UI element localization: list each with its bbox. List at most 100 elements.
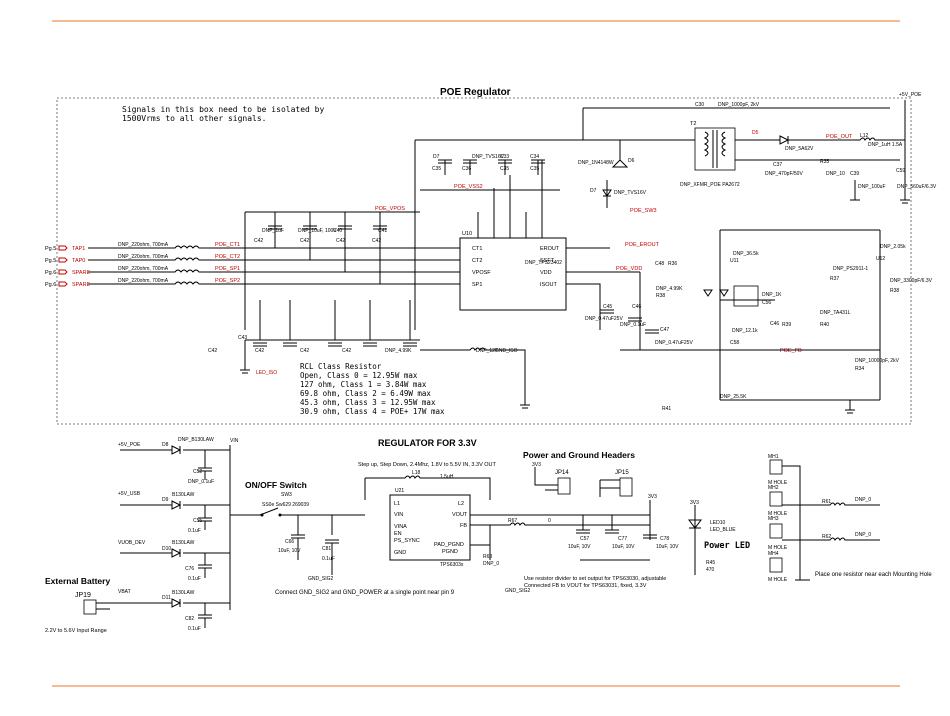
inductor-value: 1.5uH bbox=[440, 474, 454, 480]
switch-ref: SW3 bbox=[281, 492, 292, 498]
cap-ref: C77 bbox=[618, 536, 627, 542]
cap-value: R39 bbox=[782, 322, 791, 328]
inductor-label: DNP_220ohm, 700mA bbox=[118, 254, 169, 260]
cap-ref: C41 bbox=[378, 228, 387, 234]
mh-ref: MH3 bbox=[768, 516, 779, 522]
rcl-line: 127 ohm, Class 1 = 3.84W max bbox=[300, 380, 427, 389]
mh-res-value: DNP_0 bbox=[855, 497, 871, 503]
divider-note-2: Connected FB to VOUT for TPS63031, fixed… bbox=[524, 583, 647, 589]
res-value: DNP_0 bbox=[483, 561, 499, 567]
ic-pin: VPOSF bbox=[472, 270, 491, 276]
opto-part: C56 bbox=[762, 300, 771, 306]
res-ref: DNP_127 bbox=[476, 348, 498, 354]
cap-value: 0.1uF bbox=[322, 556, 335, 562]
inductor-label: DNP_220ohm, 700mA bbox=[118, 266, 169, 272]
diode-part: DNP_5A62V bbox=[785, 146, 814, 152]
reg-ic-ref: U21 bbox=[395, 488, 404, 494]
ic-pin: CT2 bbox=[472, 258, 482, 264]
connector-flag bbox=[58, 269, 68, 275]
net-label: POE_VSS2 bbox=[454, 184, 483, 190]
mh-box bbox=[769, 491, 783, 507]
cap-value: DNP_0.47uF25V bbox=[585, 316, 623, 322]
reg-ic-part: TPS6303x bbox=[440, 562, 464, 568]
rail-label: +5V_POE bbox=[118, 442, 141, 448]
mh-res-value: DNP_0 bbox=[855, 532, 871, 538]
rcl-line: 69.8 ohm, Class 2 = 6.49W max bbox=[300, 389, 431, 398]
transformer-body bbox=[694, 127, 736, 171]
net-label: POE_SP2 bbox=[215, 278, 240, 284]
reg-pin: L2 bbox=[458, 501, 464, 507]
cap-ref: C76 bbox=[185, 566, 194, 572]
net-label: POE_FB bbox=[780, 348, 802, 354]
connector-flag bbox=[58, 281, 68, 287]
ind-ref: L12 bbox=[860, 133, 869, 139]
cap-ref: C82 bbox=[185, 616, 194, 622]
mh-ref: MH4 bbox=[768, 551, 779, 557]
rcl-line: 45.3 ohm, Class 3 = 12.95W max bbox=[300, 398, 436, 407]
res-ref: DNP_10000pF, 2kV bbox=[855, 358, 900, 364]
cap-value: C36 bbox=[462, 166, 471, 172]
pin-ref: Pg.6 bbox=[45, 270, 56, 276]
cap-ref: C39 bbox=[850, 171, 859, 177]
poe-ic-u10: U10 DNP_TPS23402 CT1 CT2 VPOSF SP1 EROUT… bbox=[454, 160, 660, 330]
cap-value: C42 bbox=[372, 238, 381, 244]
connector-label: TAP1 bbox=[72, 246, 85, 252]
cap-ref: C57 bbox=[580, 536, 589, 542]
net-label: POE_SP1 bbox=[215, 266, 240, 272]
poe-feedback: DNP_36.5k U11 DNP_PS2911-1 R37 DNP_1K C5… bbox=[620, 229, 933, 414]
cap-value: C42 bbox=[255, 348, 264, 354]
cap-value: 0.1uF bbox=[188, 626, 201, 632]
reg-pin: PGND bbox=[442, 549, 458, 555]
res-value: R40 bbox=[820, 322, 829, 328]
poe-bottom-res: DNP_127 GND_ISO C45 C46 C47 DNP_0.1uF DN… bbox=[420, 261, 693, 409]
reg-pin: VIN bbox=[394, 512, 403, 518]
cap-value: U12 bbox=[876, 256, 885, 262]
reg-pin: FB bbox=[460, 523, 467, 529]
cap-ref: C78 bbox=[660, 536, 669, 542]
jp15-ref: JP15 bbox=[615, 470, 629, 476]
cap-ref: C30 bbox=[695, 102, 704, 108]
cap-ref: C34 bbox=[530, 154, 539, 160]
mh-label: M HOLE bbox=[768, 511, 788, 517]
power-ground-headers: Power and Ground Headers JP14 JP15 bbox=[523, 450, 635, 497]
net-label: LED_ISO bbox=[256, 370, 277, 376]
reg-pin: PS_SYNC bbox=[394, 538, 420, 544]
cap-value: C42 bbox=[208, 348, 217, 354]
cap-value: C35 bbox=[432, 166, 441, 172]
shunt-ref: DNP_12.1k bbox=[732, 328, 758, 334]
cap-value: DNP_560uF/6.3V bbox=[897, 184, 937, 190]
diode-part: B130LAW bbox=[172, 492, 195, 498]
reg-pin: GND bbox=[394, 550, 406, 556]
reg-ic bbox=[389, 494, 471, 561]
rcl-line: RCL Class Resistor bbox=[300, 362, 382, 371]
switch-part: SS0e Sw629 269039 bbox=[262, 502, 309, 508]
cap-value: C42 bbox=[300, 348, 309, 354]
cap-ref: C59 bbox=[896, 168, 905, 174]
cap-value: C35 bbox=[500, 166, 509, 172]
diode-part: DNP_B130LAW bbox=[178, 437, 214, 443]
pin-ref: Pg.6 bbox=[45, 282, 56, 288]
diode-ref: D9 bbox=[162, 497, 169, 503]
mh-box bbox=[769, 557, 783, 573]
mh-box bbox=[769, 459, 783, 475]
mh-label: M HOLE bbox=[768, 577, 788, 583]
poe-regulator-section: POE Regulator Signals in this box need t… bbox=[45, 87, 937, 425]
connector-label: SPARE bbox=[72, 282, 91, 288]
res-ref: R35 bbox=[820, 159, 829, 165]
diode-part: DNP_TVS16V bbox=[614, 190, 647, 196]
diode-ref: D10 bbox=[162, 546, 171, 552]
cap-ref: C81 bbox=[322, 546, 331, 552]
cap-value: 10uF, 10V bbox=[612, 544, 635, 550]
reg-pin: L1 bbox=[394, 501, 400, 507]
res-value: GND_ISO bbox=[495, 348, 518, 354]
onoff-switch: ON/OFF Switch SW3 SS0e Sw629 269039 C66 … bbox=[230, 480, 365, 575]
net-label: POE_CT2 bbox=[215, 254, 240, 260]
mount-note: Place one resistor near each Mounting Ho… bbox=[815, 572, 932, 578]
cap-value: 0.1uF bbox=[188, 576, 201, 582]
cap-value: C42 bbox=[336, 238, 345, 244]
cap-value: DNP_100uF bbox=[858, 184, 886, 190]
battery-header bbox=[83, 599, 97, 615]
ground-note: Connect GND_SIG2 and GND_POWER at a sing… bbox=[275, 590, 455, 596]
res-ref: DNP_36.5k bbox=[733, 251, 759, 257]
inductor-ref: L18 bbox=[412, 470, 421, 476]
